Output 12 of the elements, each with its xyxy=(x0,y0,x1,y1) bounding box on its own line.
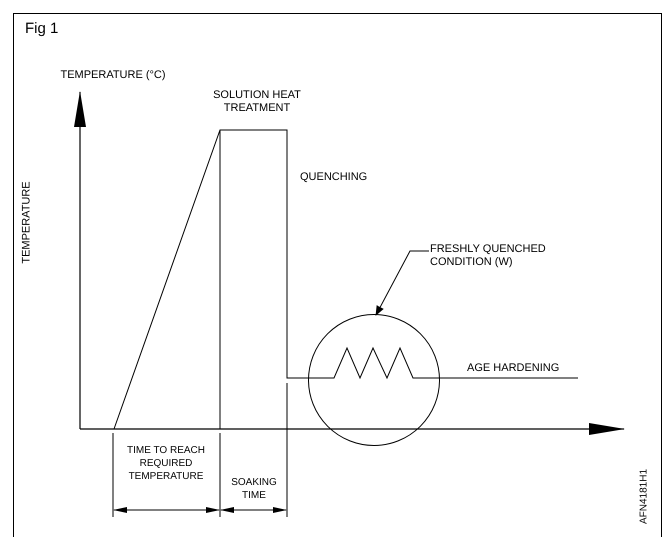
callout-text: FRESHLY QUENCHED CONDITION (W) xyxy=(430,243,610,269)
detail-circle xyxy=(308,314,440,446)
stage-label: SOLUTION HEAT TREATMENT xyxy=(212,89,302,115)
duration-label: SOAKING TIME xyxy=(230,476,278,502)
axis-label: TEMPERATURE (°C) xyxy=(59,69,167,82)
duration-label: TIME TO REACH REQUIRED TEMPERATURE xyxy=(126,444,206,483)
figure-title: Fig 1 xyxy=(25,20,58,38)
axis-label: TEMPERATURE xyxy=(20,180,34,266)
stage-label: QUENCHING xyxy=(300,171,368,184)
figure-code: AFN4181H1 xyxy=(638,468,650,526)
stage-label: AGE HARDENING xyxy=(467,362,560,375)
leader-line xyxy=(376,250,430,316)
